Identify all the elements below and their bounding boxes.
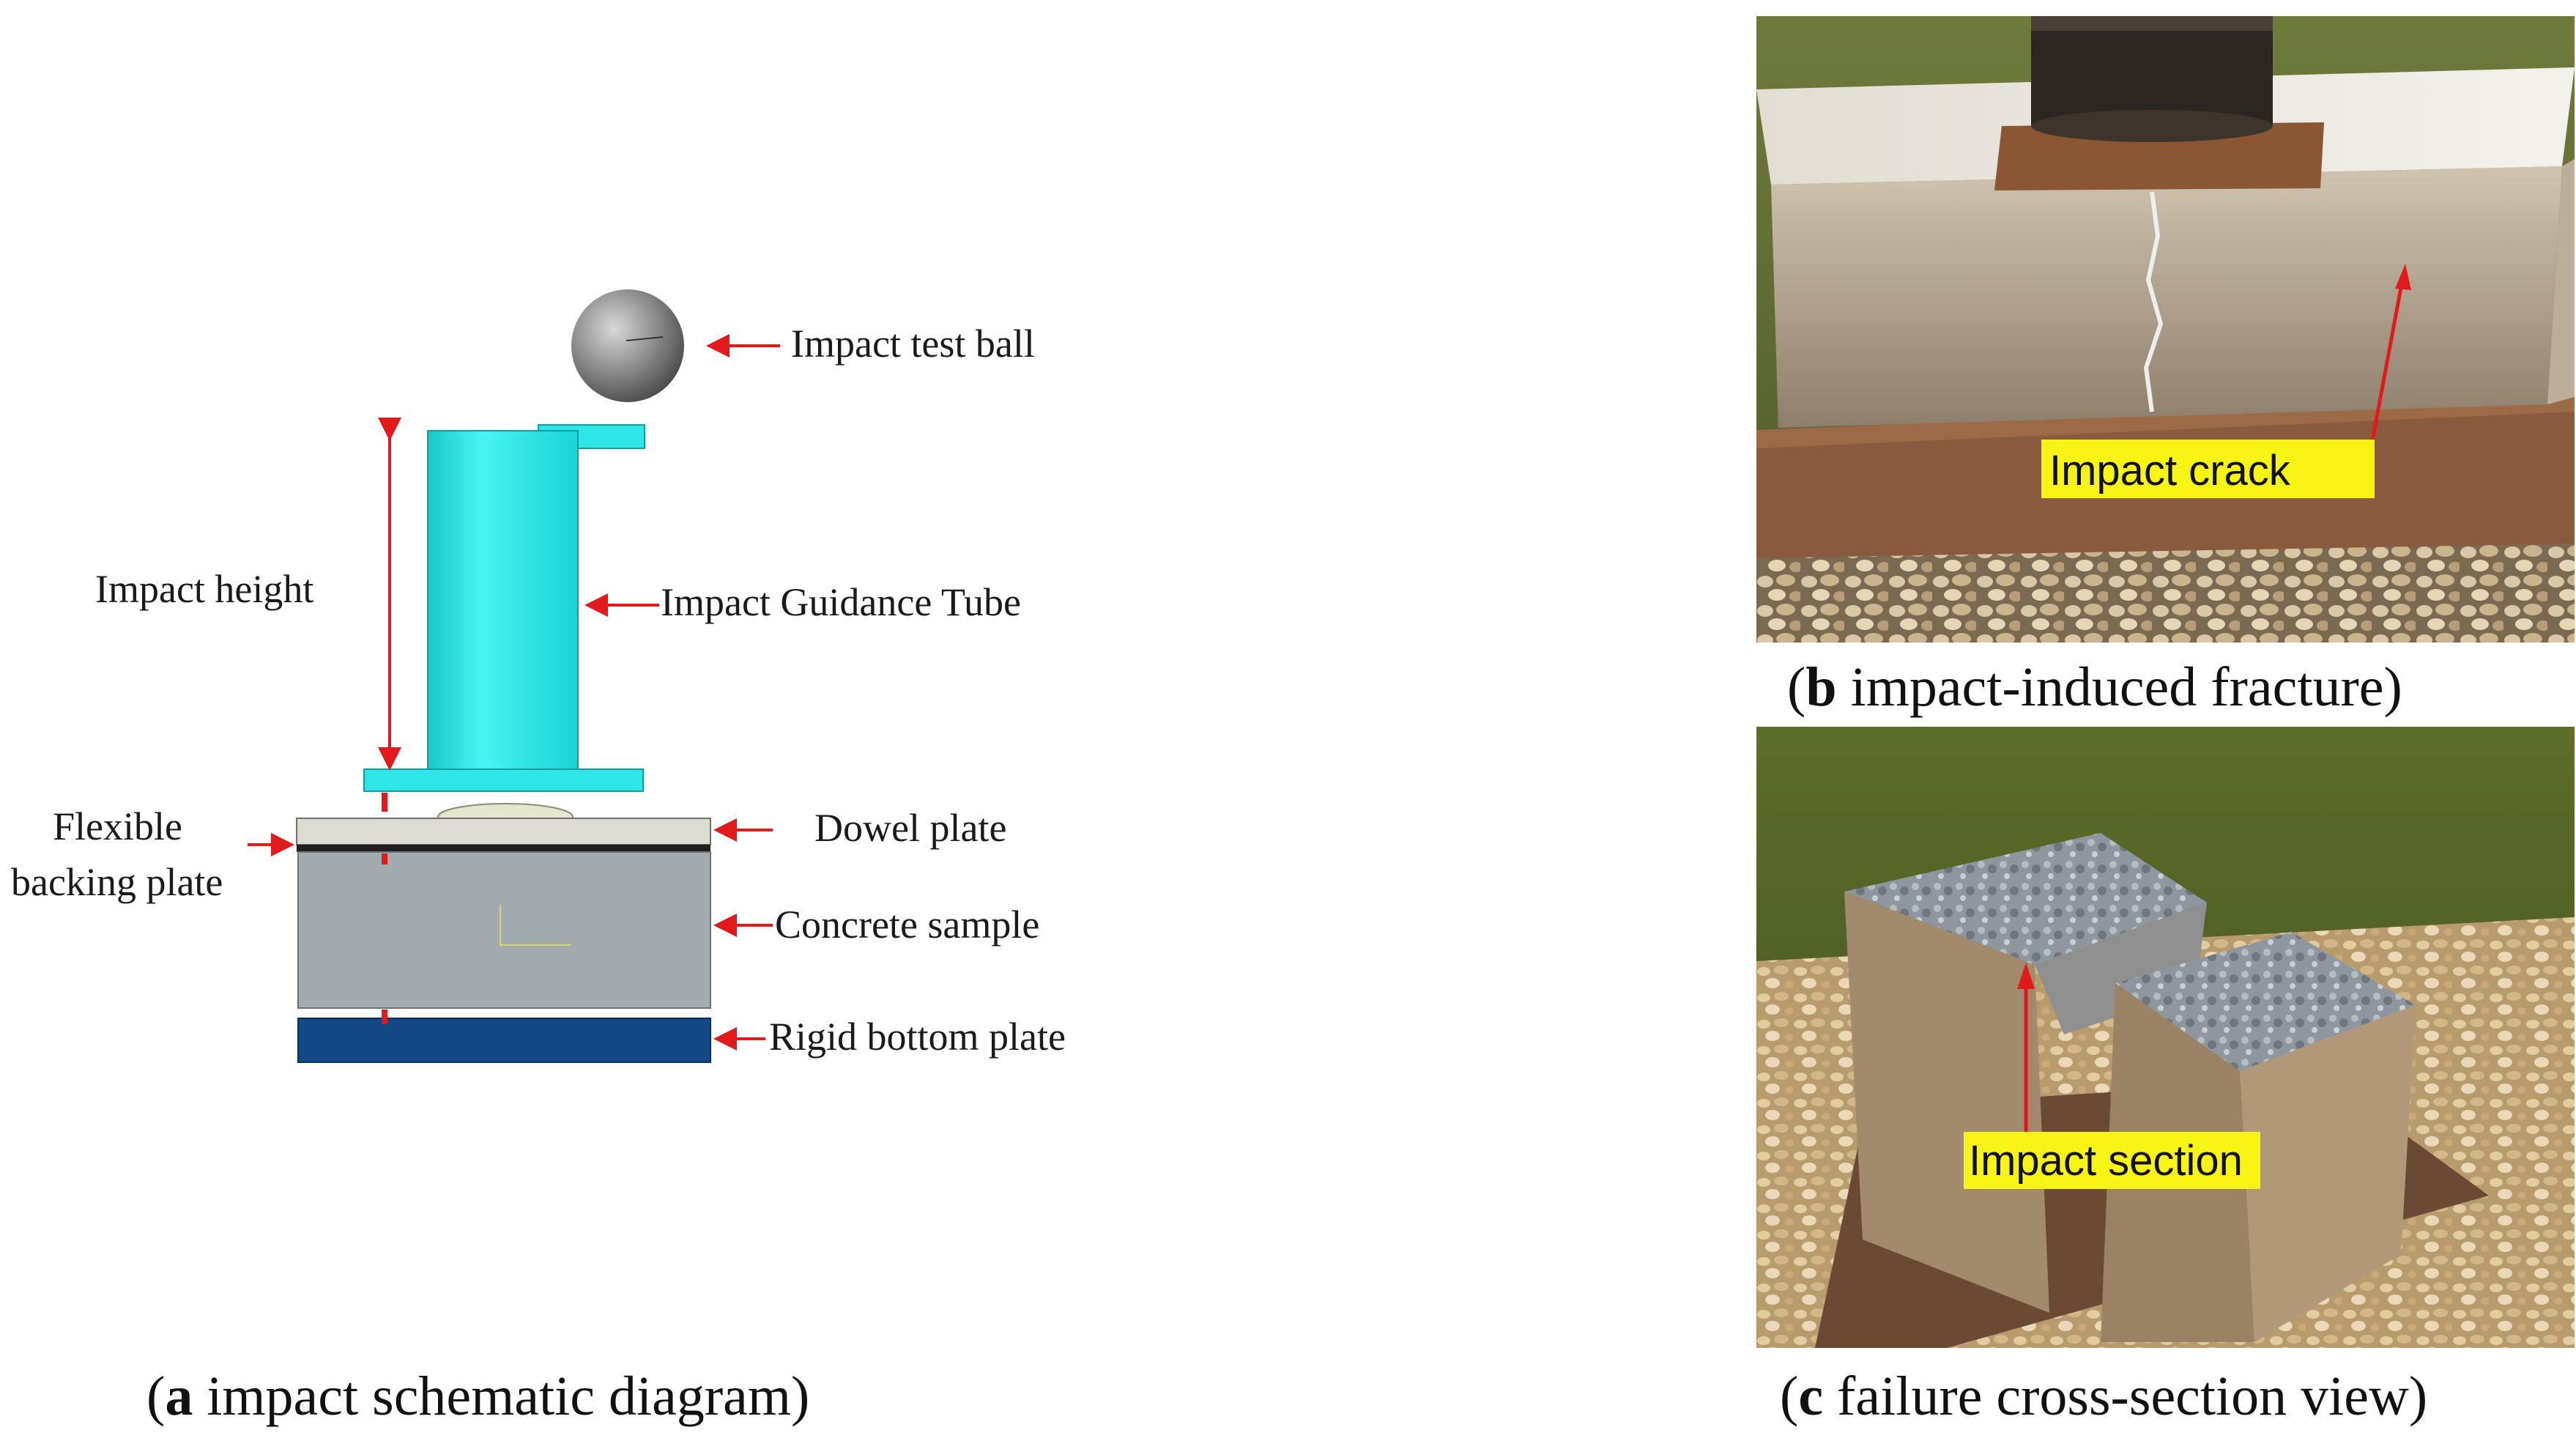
tag-impact-crack-bg	[2041, 440, 2375, 498]
label-impact-test-ball: Impact test ball	[791, 322, 1035, 366]
guidance-tube-base-flange	[363, 768, 644, 792]
concrete-sample	[297, 851, 711, 1009]
caption-panel-b: (b impact-induced fracture)	[1787, 656, 2402, 718]
photo-failure-cross-section: Impact section	[1756, 727, 2575, 1348]
label-concrete-sample: Concrete sample	[775, 903, 1039, 947]
label-flexible-line1: Flexible	[53, 804, 182, 848]
tag-impact-section-bg	[1964, 1132, 2260, 1189]
impact-guidance-tube	[427, 430, 579, 776]
label-rigid-bottom-plate: Rigid bottom plate	[769, 1015, 1066, 1059]
label-impact-height: Impact height	[95, 567, 313, 611]
label-impact-guidance-tube: Impact Guidance Tube	[661, 580, 1021, 624]
tag-impact-crack: Impact crack	[2049, 447, 2291, 494]
tag-impact-section: Impact section	[1969, 1137, 2243, 1185]
impact-schematic-diagram: Impact test ball Impact height Impact Gu…	[11, 289, 1066, 1063]
caption-panel-c: (c failure cross-section view)	[1780, 1366, 2428, 1427]
photo-impact-induced-fracture: Impact crack	[1756, 16, 2575, 642]
flexible-backing-plate	[297, 845, 710, 852]
caption-panel-a: (a impact schematic diagram)	[146, 1366, 810, 1427]
label-dowel-plate: Dowel plate	[814, 806, 1006, 850]
dowel-plate	[296, 818, 711, 845]
rigid-bottom-plate	[297, 1018, 711, 1063]
label-flexible-line2: backing plate	[11, 860, 223, 904]
impact-test-ball	[571, 289, 684, 402]
